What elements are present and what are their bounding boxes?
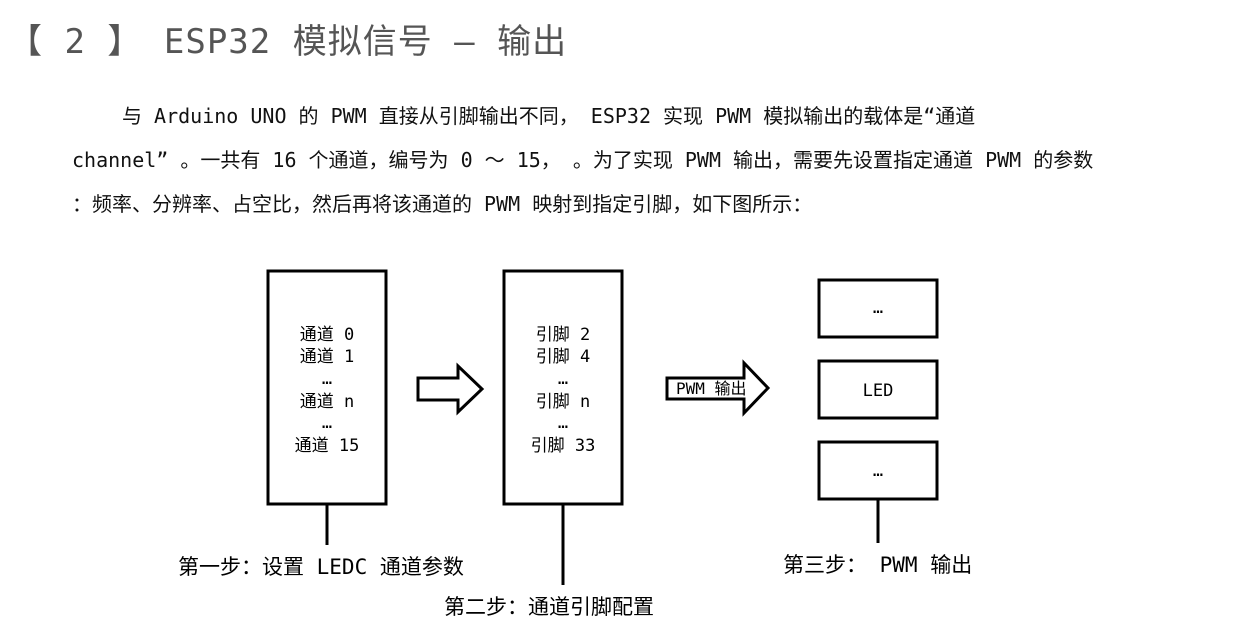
pin-item: 引脚 4: [536, 347, 590, 367]
output-ellipsis: …: [873, 461, 883, 481]
output-box-top: [817, 278, 939, 339]
output-box-led: [817, 359, 939, 420]
channel-ellipsis: …: [322, 369, 332, 389]
output-led-label: LED: [863, 381, 894, 401]
step3-label: 第三步： PWM 输出: [783, 553, 972, 577]
channel-item: 通道 15: [295, 436, 360, 456]
paragraph-line-3: ：频率、分辨率、占空比，然后再将该通道的 PWM 映射到指定引脚，如下图所示：: [72, 192, 813, 216]
pwm-arrow-label: PWM 输出: [676, 379, 747, 398]
pin-item: 引脚 n: [536, 392, 590, 412]
section-heading: 【 2 】 ESP32 模拟信号 – 输出: [8, 22, 568, 62]
pin-ellipsis: …: [558, 413, 568, 433]
flow-arrow-icon: [416, 362, 485, 416]
pin-item: 引脚 33: [531, 436, 596, 456]
step1-label: 第一步：设置 LEDC 通道参数: [178, 555, 464, 579]
pin-box: [502, 269, 624, 506]
channel-item: 通道 0: [300, 325, 354, 345]
channel-item: 通道 n: [300, 392, 354, 412]
step2-label: 第二步：通道引脚配置: [444, 595, 654, 619]
output-ellipsis: …: [873, 298, 883, 318]
paragraph-line-1: 与 Arduino UNO 的 PWM 直接从引脚输出不同， ESP32 实现 …: [122, 104, 976, 128]
channel-ellipsis: …: [322, 413, 332, 433]
channel-box: [266, 269, 388, 506]
pin-ellipsis: …: [558, 369, 568, 389]
paragraph-line-2: channel” 。一共有 16 个通道，编号为 0 ～ 15， 。为了实现 P…: [72, 148, 1094, 172]
channel-item: 通道 1: [300, 347, 354, 367]
pwm-output-arrow-icon: [665, 359, 771, 417]
pin-item: 引脚 2: [536, 325, 590, 345]
